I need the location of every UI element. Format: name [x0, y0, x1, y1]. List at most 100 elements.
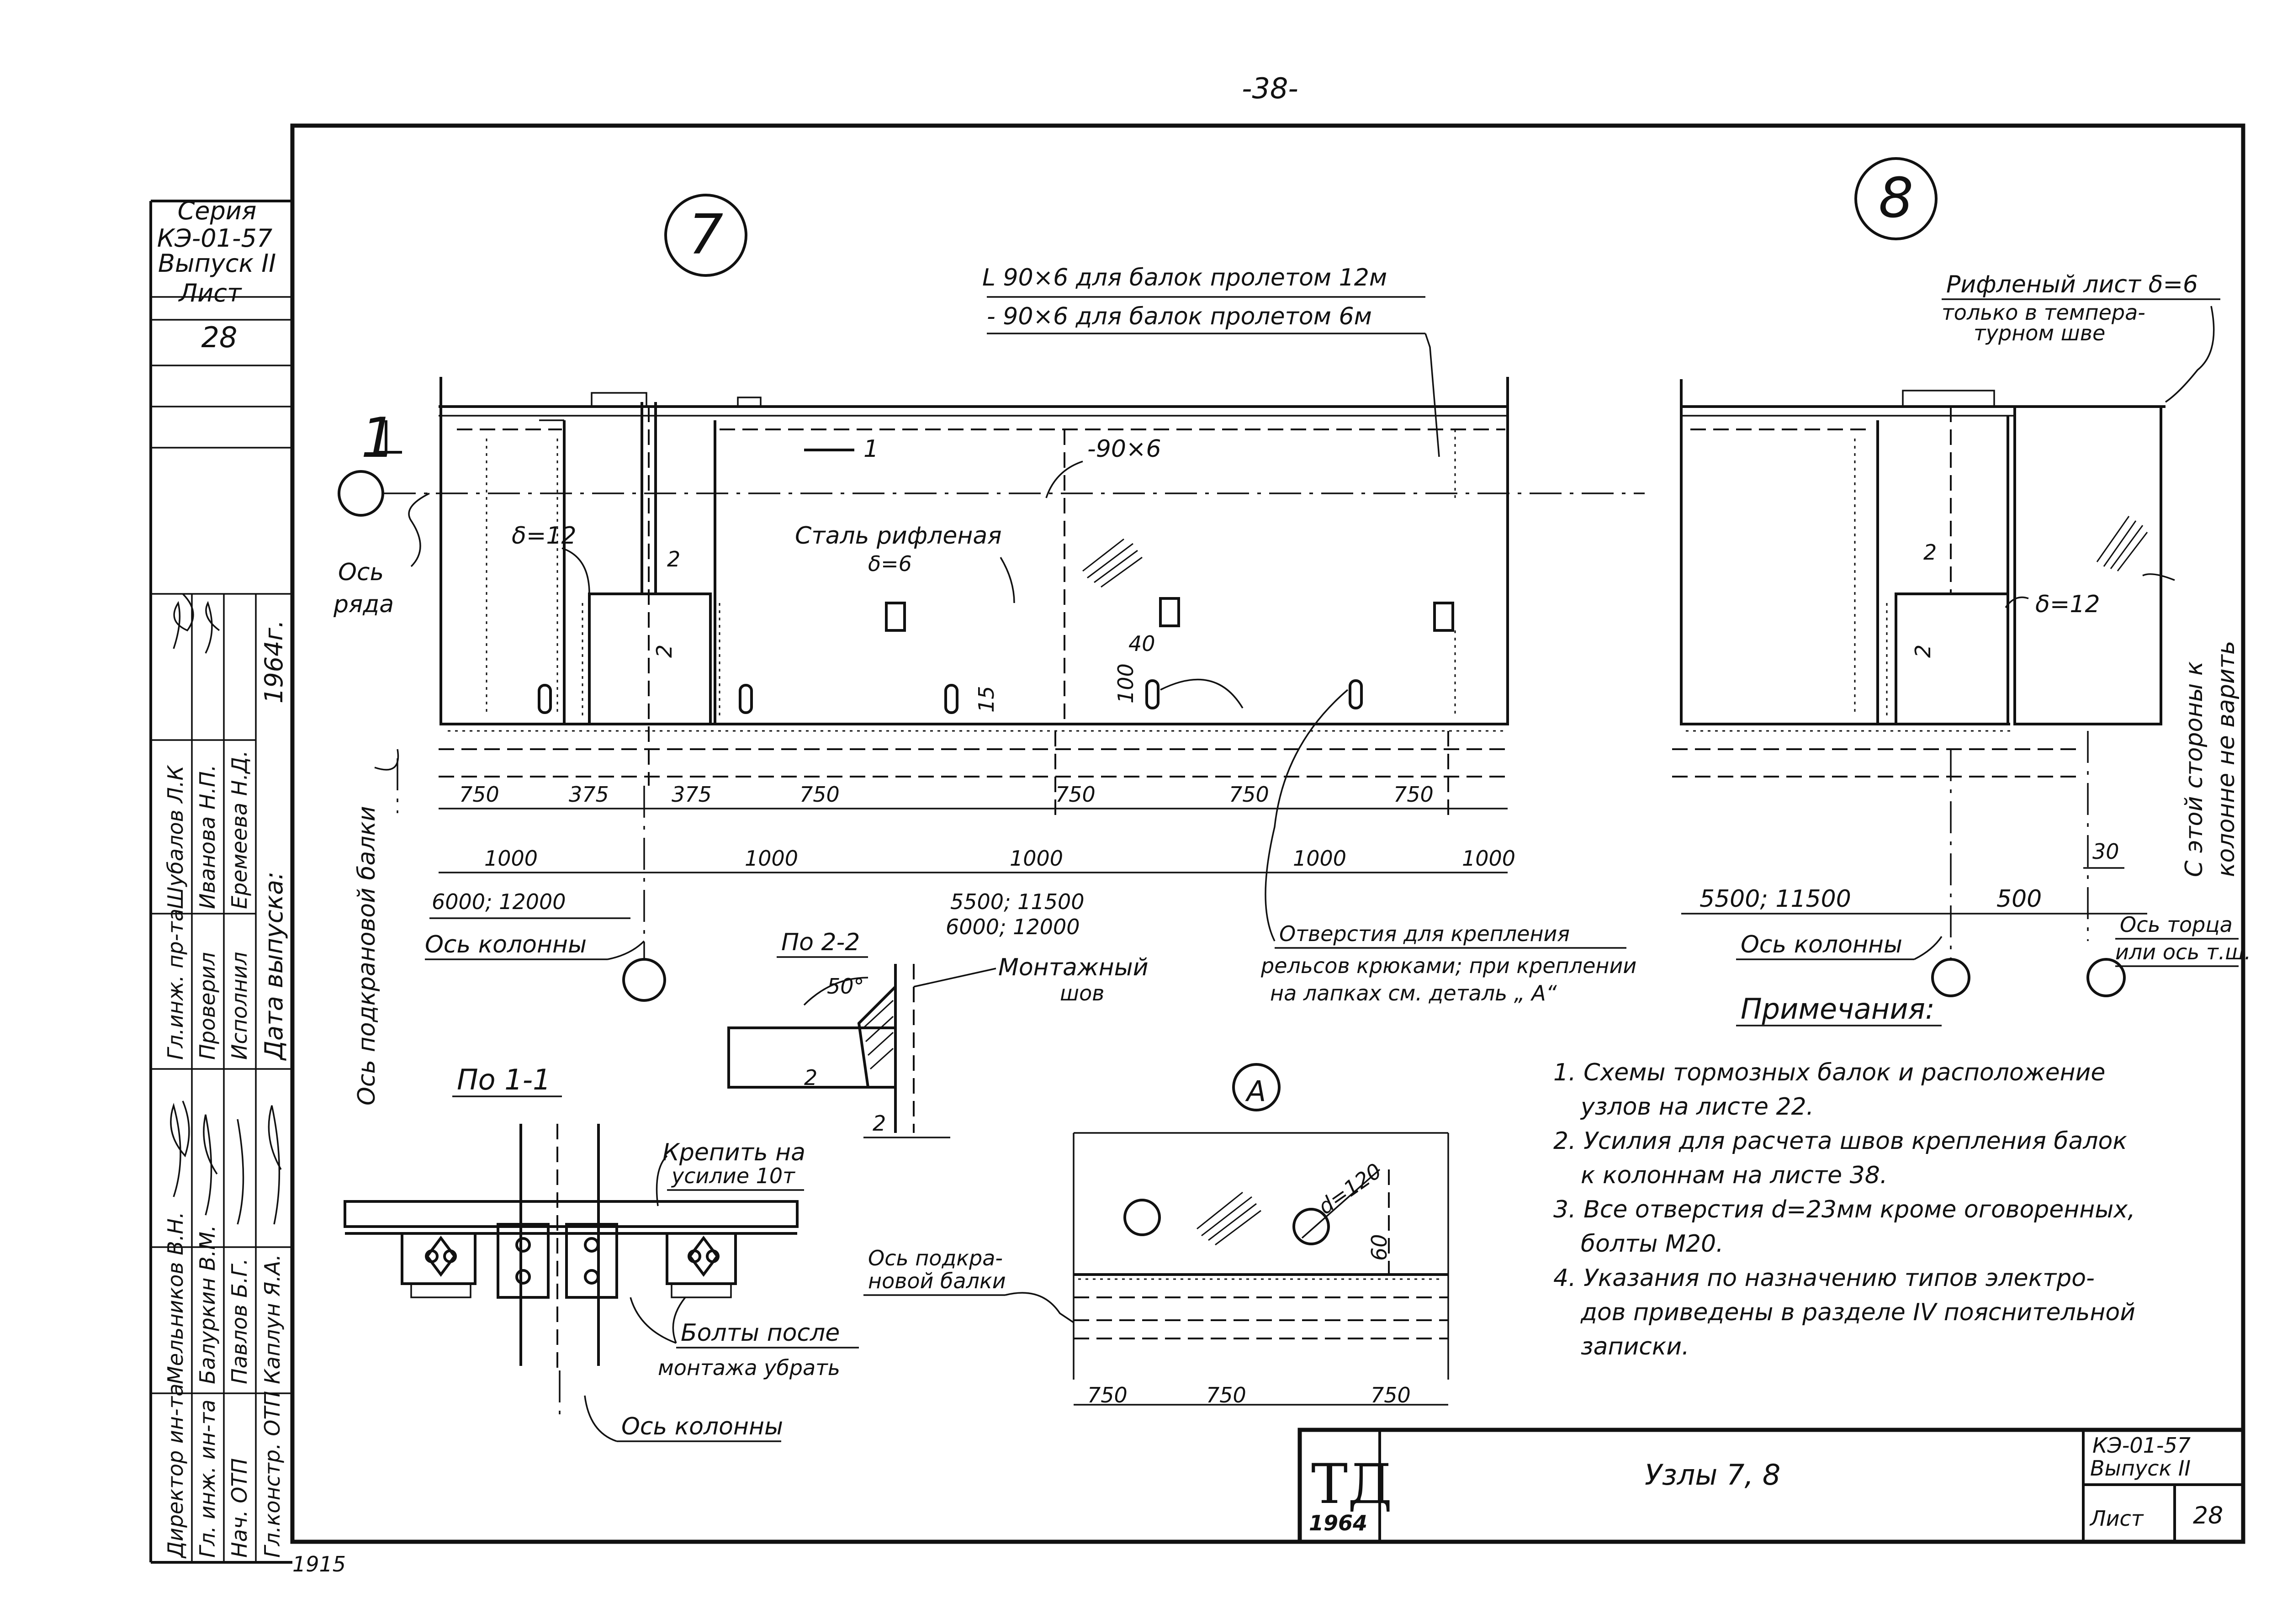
- section-title: По 1-1: [457, 1063, 551, 1096]
- dim-value: 750: [459, 782, 499, 807]
- dim-value: 1000: [1293, 846, 1346, 871]
- staff-name: Каплун Я.А.: [260, 1254, 285, 1384]
- dim-2: 2: [1923, 540, 1937, 565]
- staff-name: Еремеева Н.Д.: [227, 750, 252, 909]
- staff-role: Гл.инж. пр-та: [163, 909, 188, 1060]
- title-sheet-label: Лист: [2089, 1506, 2144, 1531]
- node-marker: [1854, 157, 1938, 240]
- note-line: дов приведены в разделе IV пояснительной: [1580, 1299, 2135, 1326]
- side-note: колонне не варить: [2213, 640, 2240, 877]
- svg-text:А: А: [1245, 1074, 1266, 1108]
- span-dims: 5500; 11500: [1700, 885, 1851, 913]
- svg-text:8: 8: [1879, 167, 1913, 230]
- dim-15: 15: [974, 686, 999, 713]
- note-line: болты М20.: [1581, 1230, 1724, 1258]
- dim-500: 500: [1996, 885, 2042, 913]
- weld-dim: 2: [804, 1065, 817, 1090]
- section-1-1: По 1-1 Крепить на усилие 10т Болты после…: [344, 1063, 859, 1442]
- angle-note: - 90×6 для балок пролетом 6м: [987, 303, 1372, 330]
- dim-value: 1000: [745, 846, 798, 871]
- staff-name: Мельников В.Н.: [163, 1211, 188, 1384]
- dim-value: 750: [1087, 1383, 1128, 1407]
- column-axis-label: Ось колонны: [621, 1413, 783, 1440]
- section-title: По 2-2: [781, 929, 860, 956]
- stamp-series-label: Серия: [178, 196, 257, 225]
- signature: [203, 1114, 218, 1216]
- holes-note: рельсов крюками; при креплении: [1260, 953, 1636, 978]
- staff-name: Иванова Н.П.: [195, 765, 220, 909]
- page-number: -38-: [1242, 72, 1298, 105]
- staff-role: Гл.констр. ОТП: [260, 1391, 285, 1558]
- row-axis-label: ряда: [333, 591, 394, 618]
- end-axis-label: Ось торца: [2120, 912, 2233, 937]
- dim-value: 750: [799, 782, 840, 807]
- hole-diameter: d=120: [1313, 1158, 1386, 1219]
- column-axis-label: Ось колонны: [1741, 931, 1902, 958]
- dim-value: 750: [1371, 1383, 1411, 1407]
- stamp-sheet-number: 28: [201, 321, 238, 354]
- node-marker: [664, 194, 747, 277]
- end-axis-label: или ось т.ш.: [2115, 940, 2251, 964]
- note-line: узлов на листе 22.: [1580, 1093, 1814, 1121]
- sheet-code: 1915: [292, 1552, 346, 1576]
- node-7: 7 L 90×6 для балок пролетом 12м - 90×6 д…: [333, 194, 1645, 1106]
- sheet-note: Рифленый лист δ=6: [1946, 271, 2198, 298]
- delta-12: δ=12: [2035, 591, 2100, 618]
- title-block: ТД 1964 Узлы 7, 8 КЭ-01-57 Выпуск II Лис…: [1297, 1428, 2245, 1544]
- dim-value: 1000: [1010, 846, 1063, 871]
- dim-value: 375: [569, 782, 609, 807]
- staff-role: Директор ин-та: [163, 1384, 188, 1559]
- bolts-note: Болты после: [681, 1319, 840, 1347]
- strip-label: -90×6: [1087, 435, 1161, 463]
- plate-thickness: δ=6: [868, 551, 912, 576]
- stamp-date-label: Дата выпуска:: [259, 872, 288, 1061]
- dim-value: 750: [1055, 782, 1096, 807]
- crane-axis-label: новой балки: [868, 1269, 1006, 1293]
- staff-role: Нач. ОТП: [227, 1458, 252, 1558]
- left-stamp: Серия КЭ-01-57 Выпуск II Лист 28 1964г. …: [149, 196, 292, 1564]
- fix-note: Крепить на: [662, 1139, 805, 1166]
- signature: [173, 593, 194, 649]
- sheet-note: турном шве: [1974, 321, 2105, 345]
- span-dims: 6000; 12000: [432, 889, 566, 914]
- side-note: С этой стороны к: [2181, 661, 2208, 877]
- holes-note: на лапках см. деталь „ А“: [1270, 981, 1557, 1005]
- fix-note: усилие 10т: [671, 1164, 795, 1188]
- dim-value: 750: [1393, 782, 1434, 807]
- sheet-frame: [290, 123, 2245, 1544]
- title-logo: ТД: [1311, 1453, 1392, 1516]
- dim-value: 1000: [484, 846, 538, 871]
- svg-text:7: 7: [688, 203, 723, 267]
- row-axis-label: Ось: [338, 559, 384, 586]
- weld-note: Монтажный: [998, 954, 1149, 981]
- staff-name: Балуркин В.М.: [195, 1225, 220, 1384]
- dim-2: 2: [667, 547, 680, 571]
- bolts-note: монтажа убрать: [658, 1355, 840, 1380]
- column-axis-label: Ось колонны: [425, 931, 587, 958]
- notes-title: Примечания:: [1741, 992, 1935, 1026]
- staff-role: Исполнил: [227, 952, 252, 1060]
- note-line: записки.: [1581, 1333, 1689, 1360]
- angle-note: L 90×6 для балок пролетом 12м: [982, 264, 1387, 291]
- stamp-year: 1964г.: [259, 620, 288, 704]
- title-issue: Выпуск II: [2090, 1456, 2191, 1481]
- dim-2: 2: [652, 645, 677, 658]
- dim-value: 1000: [1462, 846, 1515, 871]
- staff-name: Шубалов Л.К: [163, 765, 188, 909]
- dim-value: 750: [1206, 1383, 1246, 1407]
- node-marker: [1232, 1063, 1281, 1111]
- section-mark: 1: [863, 435, 879, 463]
- note-line: к колоннам на листе 38.: [1581, 1162, 1887, 1189]
- holes-note: Отверстия для крепления: [1279, 921, 1570, 946]
- dim-value: 375: [672, 782, 712, 807]
- drawing-title: Узлы 7, 8: [1645, 1458, 1780, 1492]
- detail-a: А d=120 60 Ось подкра- новой балки 750 7…: [863, 1063, 1449, 1407]
- dim-60: 60: [1367, 1234, 1392, 1261]
- title-code: КЭ-01-57: [2092, 1433, 2191, 1458]
- title-sheet-number: 28: [2193, 1502, 2223, 1529]
- staff-role: Проверил: [195, 952, 220, 1060]
- dim-40: 40: [1128, 631, 1155, 656]
- section-2-2: По 2-2 50° Монтажный шов 2 2: [727, 929, 1149, 1138]
- note-line: 1. Схемы тормозных балок и расположение: [1553, 1059, 2105, 1086]
